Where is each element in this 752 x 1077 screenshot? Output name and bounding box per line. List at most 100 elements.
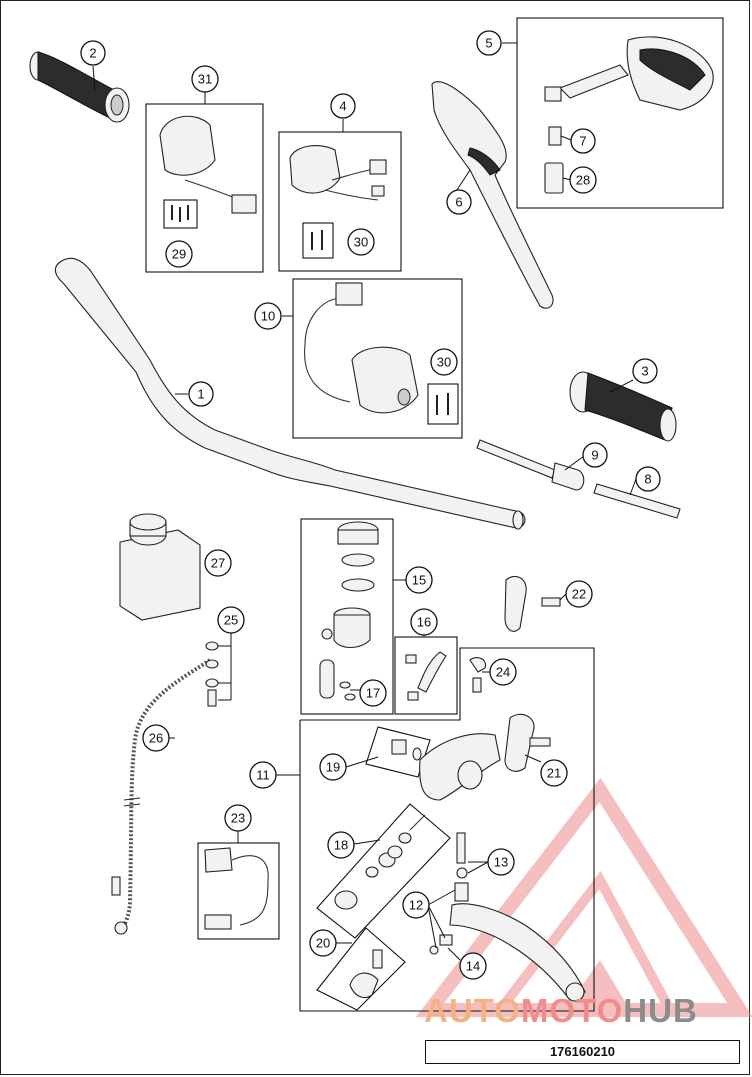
svg-text:10: 10 <box>261 309 275 324</box>
svg-text:16: 16 <box>417 615 431 630</box>
callout-13: 13 <box>487 848 515 876</box>
right-mirror <box>544 36 714 111</box>
switch-4 <box>289 145 387 201</box>
svg-text:12: 12 <box>409 898 423 913</box>
svg-text:29: 29 <box>172 247 186 262</box>
callout-16: 16 <box>410 608 438 636</box>
watermark-text: AUTOMOTOHUB <box>424 992 698 1029</box>
svg-text:18: 18 <box>334 838 348 853</box>
callout-29: 29 <box>165 240 193 268</box>
adjuster-20 <box>349 949 383 999</box>
callout-5: 5 <box>476 30 502 56</box>
svg-text:22: 22 <box>572 587 586 602</box>
mirror-adapter <box>548 126 562 146</box>
svg-text:30: 30 <box>354 235 368 250</box>
plug-19 <box>391 739 422 761</box>
bar-end-screw <box>593 483 681 519</box>
svg-text:7: 7 <box>579 134 586 149</box>
brake-hose <box>111 658 212 935</box>
svg-text:14: 14 <box>466 959 480 974</box>
clip-16 <box>405 651 447 701</box>
right-grip <box>569 371 677 442</box>
svg-text:19: 19 <box>326 760 340 775</box>
master-cylinder <box>419 713 551 801</box>
callout-9: 9 <box>582 442 608 468</box>
screw-kit-box-30b <box>427 383 459 425</box>
svg-text:25: 25 <box>224 613 238 628</box>
svg-text:2: 2 <box>89 46 96 61</box>
callout-26: 26 <box>142 724 170 752</box>
kit-box-16 <box>394 636 458 715</box>
screws-30b <box>436 393 449 415</box>
assembly-box-11 <box>299 647 595 1012</box>
callout-10: 10 <box>254 302 282 330</box>
leader-lines <box>92 42 637 961</box>
svg-text:6: 6 <box>455 195 462 210</box>
svg-text:17: 17 <box>366 686 380 701</box>
callout-19: 19 <box>319 753 347 781</box>
clamp-24 <box>469 657 487 693</box>
svg-text:1: 1 <box>197 387 204 402</box>
brake-fluid-can <box>119 513 201 621</box>
kit-box-20 <box>316 927 406 1011</box>
callout-4: 4 <box>330 93 356 119</box>
handlebar-end <box>512 510 524 530</box>
callout-22: 22 <box>565 580 593 608</box>
svg-text:27: 27 <box>211 556 225 571</box>
svg-text:31: 31 <box>198 72 212 87</box>
svg-text:21: 21 <box>547 766 561 781</box>
switch-left <box>159 115 257 214</box>
assembly-box-15 <box>300 518 394 715</box>
callout-25: 25 <box>217 606 245 634</box>
part-number-label: 176160210 <box>425 1040 740 1064</box>
reservoir-15 <box>321 521 379 649</box>
svg-text:8: 8 <box>644 472 651 487</box>
callout-15: 15 <box>405 566 433 594</box>
svg-text:4: 4 <box>339 99 346 114</box>
clamp-22 <box>504 575 561 632</box>
callout-21: 21 <box>540 759 568 787</box>
screws-29 <box>171 205 189 222</box>
callout-12: 12 <box>402 891 430 919</box>
reservoir-hose-17 <box>319 659 356 701</box>
brake-light-switch-cable <box>204 847 269 930</box>
piston-kit-18 <box>334 814 426 910</box>
callout-1: 1 <box>188 381 214 407</box>
svg-text:3: 3 <box>641 364 648 379</box>
mirror-nut <box>544 162 564 194</box>
svg-text:30: 30 <box>437 355 451 370</box>
banjo-bolts-25 <box>205 641 219 707</box>
callout-27: 27 <box>204 549 232 577</box>
callout-2: 2 <box>80 40 106 66</box>
screw-kit-box-30a <box>302 222 334 259</box>
kit-box-18 <box>316 803 451 939</box>
svg-text:5: 5 <box>485 36 492 51</box>
svg-text:26: 26 <box>149 731 163 746</box>
svg-text:24: 24 <box>496 665 510 680</box>
assembly-box-10 <box>292 278 463 439</box>
callout-23: 23 <box>224 804 252 832</box>
lever-bushing-12 <box>429 882 469 955</box>
bar-end-weight <box>476 439 585 491</box>
callout-30b: 30 <box>430 348 458 376</box>
callout-24: 24 <box>489 658 517 686</box>
callout-11: 11 <box>249 761 277 789</box>
assembly-box-5 <box>516 17 724 209</box>
callout-14: 14 <box>459 952 487 980</box>
svg-text:20: 20 <box>316 936 330 951</box>
svg-text:15: 15 <box>412 573 426 588</box>
callout-18: 18 <box>327 831 355 859</box>
svg-text:13: 13 <box>494 855 508 870</box>
svg-text:23: 23 <box>231 811 245 826</box>
callout-28: 28 <box>569 166 597 194</box>
callout-6: 6 <box>446 189 472 215</box>
callout-17: 17 <box>359 679 387 707</box>
svg-text:28: 28 <box>576 173 590 188</box>
screws-30a <box>311 230 323 250</box>
callout-31: 31 <box>191 65 219 93</box>
svg-text:11: 11 <box>256 768 270 783</box>
callout-3: 3 <box>632 358 658 384</box>
callout-8: 8 <box>635 466 661 492</box>
callout-7: 7 <box>570 128 596 154</box>
